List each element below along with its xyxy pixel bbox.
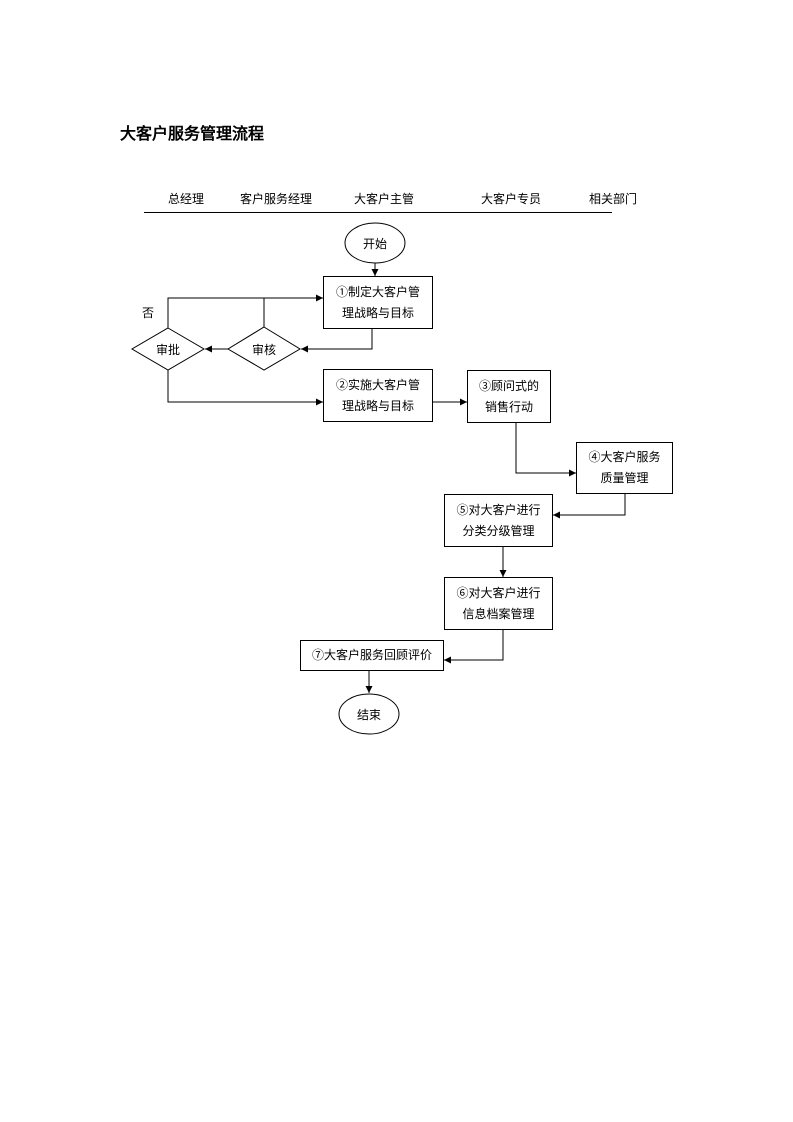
step5-box: ⑤对大客户进行 分类分级管理 [444, 494, 553, 547]
edge-approve-reject-to-step1 [167, 297, 264, 328]
lane-header-specialist: 大客户专员 [481, 192, 542, 206]
step1-line2: 理战略与目标 [341, 305, 414, 320]
step4-box: ④大客户服务 质量管理 [576, 442, 673, 494]
edge-approve-to-step2 [167, 370, 323, 406]
page-title: 大客户服务管理流程 [120, 124, 265, 143]
start-label: 开始 [362, 237, 387, 251]
review-diamond [227, 326, 301, 371]
step4-line1: ④大客户服务 [588, 450, 661, 464]
edge-review-back-to-step1 [263, 294, 323, 327]
step6-line1: ⑥对大客户进行 [456, 585, 541, 600]
step6-line2: 信息档案管理 [462, 606, 535, 621]
edge-step6-to-step7 [444, 630, 504, 664]
end-ellipse [338, 693, 400, 735]
review-label: 审核 [251, 343, 276, 357]
step5-line1: ⑤对大客户进行 [456, 502, 541, 517]
approve-label: 审批 [155, 343, 180, 357]
reject-label: 否 [142, 306, 155, 320]
step2-box: ②实施大客户管 理战略与目标 [323, 369, 433, 422]
step3-line2: 销售行动 [484, 399, 533, 414]
lane-header-supervisor: 大客户主管 [354, 192, 415, 206]
step7-label: ⑦大客户服务回顾评价 [311, 648, 432, 662]
step1-box: ①制定大客户管 理战略与目标 [323, 276, 433, 329]
step2-line1: ②实施大客户管 [335, 377, 420, 392]
lane-header-general-manager: 总经理 [168, 192, 205, 206]
step5-line2: 分类分级管理 [462, 523, 535, 538]
edge-step3-to-step4 [515, 423, 576, 477]
step3-line1: ③顾问式的 [478, 378, 539, 393]
step6-box: ⑥对大客户进行 信息档案管理 [444, 577, 553, 630]
lane-header-service-manager: 客户服务经理 [240, 192, 313, 206]
step2-line2: 理战略与目标 [341, 398, 414, 413]
step3-box: ③顾问式的 销售行动 [467, 370, 551, 423]
edge-step1-to-review [301, 329, 373, 353]
lane-header-related-departments: 相关部门 [589, 192, 638, 206]
end-label: 结束 [356, 708, 381, 722]
step7-box: ⑦大客户服务回顾评价 [300, 640, 444, 671]
step1-line1: ①制定大客户管 [335, 284, 420, 299]
step4-line2: 质量管理 [600, 471, 649, 485]
edge-step4-to-step5 [553, 494, 626, 519]
lane-divider [144, 212, 612, 213]
